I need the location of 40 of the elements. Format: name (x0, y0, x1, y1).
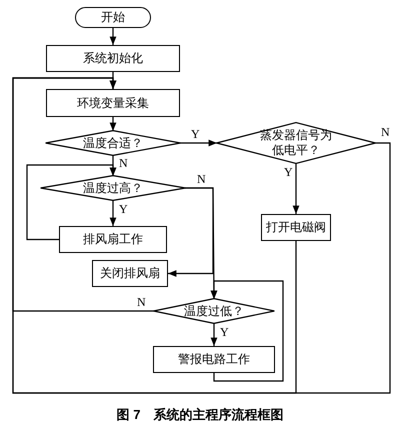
figure-caption: 图 7 系统的主程序流程框图 (116, 406, 284, 424)
start-terminal (75, 7, 151, 28)
decision-diamond (45, 130, 181, 156)
edge-label: N (136, 296, 147, 309)
decision-diamond (216, 122, 376, 164)
arrow (292, 163, 300, 214)
node-text: 打开电磁阀 (266, 220, 326, 235)
process-box (153, 346, 275, 373)
node-text: 排风扇工作 (83, 232, 143, 247)
process-box (92, 260, 168, 287)
process-box (46, 89, 180, 117)
process-box (46, 45, 180, 72)
node-text: 关闭排风扇 (100, 266, 160, 281)
node-text: 开始 (101, 10, 125, 25)
process-box (261, 214, 331, 241)
arrow (210, 280, 284, 382)
decision-diamond (153, 298, 275, 324)
arrow (26, 164, 116, 240)
node-text: 温度过低？ (184, 304, 244, 318)
node-text: 蒸发器信号为低电平？ (259, 128, 333, 158)
node-text: 温度过高？ (83, 180, 143, 196)
decision-diamond (40, 175, 186, 201)
edge-label: Y (283, 166, 294, 179)
edge-label: Y (219, 326, 230, 339)
arrow (110, 117, 116, 131)
arrow (12, 77, 154, 312)
node-text: 警报电路工作 (178, 352, 250, 367)
edge-label: Y (190, 128, 201, 141)
edge-label: Y (118, 203, 129, 216)
edge-label: N (196, 173, 207, 186)
node-text: 温度合适？ (83, 136, 143, 150)
arrow (110, 200, 116, 226)
edge-label: N (380, 126, 391, 139)
process-box (59, 226, 167, 253)
edge-label: N (118, 157, 129, 170)
node-text: 环境变量采集 (77, 96, 149, 110)
arrow (210, 323, 218, 346)
arrow (180, 140, 217, 146)
arrow (110, 28, 116, 45)
node-text: 系统初始化 (83, 51, 143, 66)
